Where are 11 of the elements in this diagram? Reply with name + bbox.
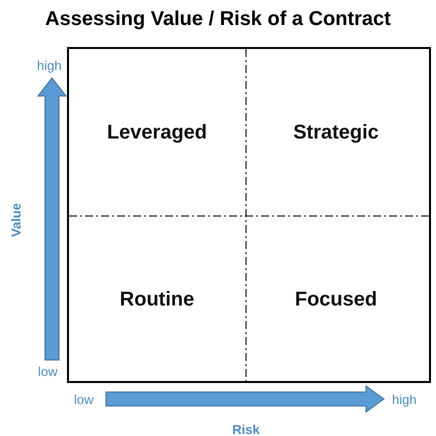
quadrant-label: Leveraged [106, 122, 208, 144]
title: Assessing Value / Risk of a Contract [44, 8, 392, 31]
axis-label: high [392, 392, 417, 407]
quadrant-label: Strategic [293, 122, 379, 144]
quadrant-label: Routine [120, 288, 194, 312]
axis-title: Value [8, 203, 24, 237]
axis-title: Risk [232, 422, 260, 436]
axis-label: high [37, 58, 62, 73]
axis-label: low [74, 392, 94, 407]
axis-label: low [38, 364, 58, 379]
quadrant-label: Focused [294, 288, 378, 312]
